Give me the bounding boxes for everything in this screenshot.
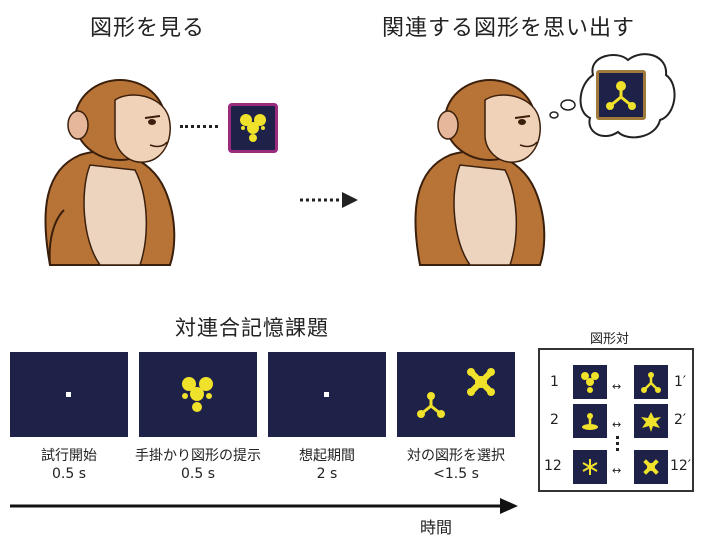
stage-label: 試行開始 [41,448,97,464]
pair-2-target-icon [634,404,668,438]
see-figure-title: 図形を見る [90,16,206,41]
choice-shapes-icon [417,368,495,418]
stage-screen-delay [268,352,386,437]
stage-label: 対の図形を選択 [407,448,505,464]
pair-left-number: 2 [550,412,559,428]
pair-link-arrow: ↔ [612,418,622,431]
pair-left-number: 12 [544,458,562,474]
pair-link-arrow: ↔ [612,464,622,477]
cue-figure-frame [228,103,278,153]
recall-figure-title: 関連する図形を思い出す [382,16,636,41]
pair-1-cue-icon [573,365,607,399]
cue-shape-icon [240,114,266,142]
fixation-dot [66,392,71,397]
pairs-title: 図形対 [590,332,630,347]
cue-shape-icon [182,377,213,412]
recalled-shape-icon [606,81,636,110]
stage-screen-trial-start [10,352,128,437]
monkey-head [67,79,171,163]
stage-caption-4: 対の図形を選択 <1.5 s [381,447,531,483]
stage-label: 手掛かり図形の提示 [135,448,261,464]
transition-arrow [300,192,358,208]
pair-1-target-icon [634,365,668,399]
pair-right-number: 12′ [670,458,691,474]
time-axis-arrow [10,498,518,514]
stage-screen-choice [397,352,515,437]
pair-2-cue-icon [573,404,607,438]
monkey-body [414,150,546,266]
time-axis-label: 時間 [420,518,453,537]
stage-time: <1.5 s [433,466,479,482]
pair-link-arrow: ↔ [612,380,622,393]
monkey-head [437,79,541,163]
stage-screen-cue [139,352,257,437]
monkey-body [44,150,176,266]
pairs-ellipsis [616,436,619,451]
monkey-left-illustration [44,79,176,266]
stage-label: 想起期間 [299,448,355,464]
pair-right-number: 2′ [674,412,687,428]
stage-caption-3: 想起期間 2 s [252,447,402,483]
stage-time: 2 s [316,466,338,482]
recalled-figure-frame [596,70,646,120]
monkey-right-illustration [414,79,546,266]
stage-caption-2: 手掛かり図形の提示 0.5 s [123,447,273,483]
figure-pairs-panel: 1 ↔ 1′ 2 ↔ 2′ 12 ↔ 12′ [538,348,694,492]
stage-caption-1: 試行開始 0.5 s [0,447,144,483]
pair-left-number: 1 [550,374,559,390]
pair-12-target-icon [634,450,668,484]
fixation-dot [324,392,329,397]
task-title: 対連合記憶課題 [175,316,329,340]
pair-12-cue-icon [573,450,607,484]
pair-right-number: 1′ [674,374,687,390]
gaze-dotted-line [180,125,218,128]
stage-time: 0.5 s [180,466,215,482]
stage-time: 0.5 s [51,466,86,482]
